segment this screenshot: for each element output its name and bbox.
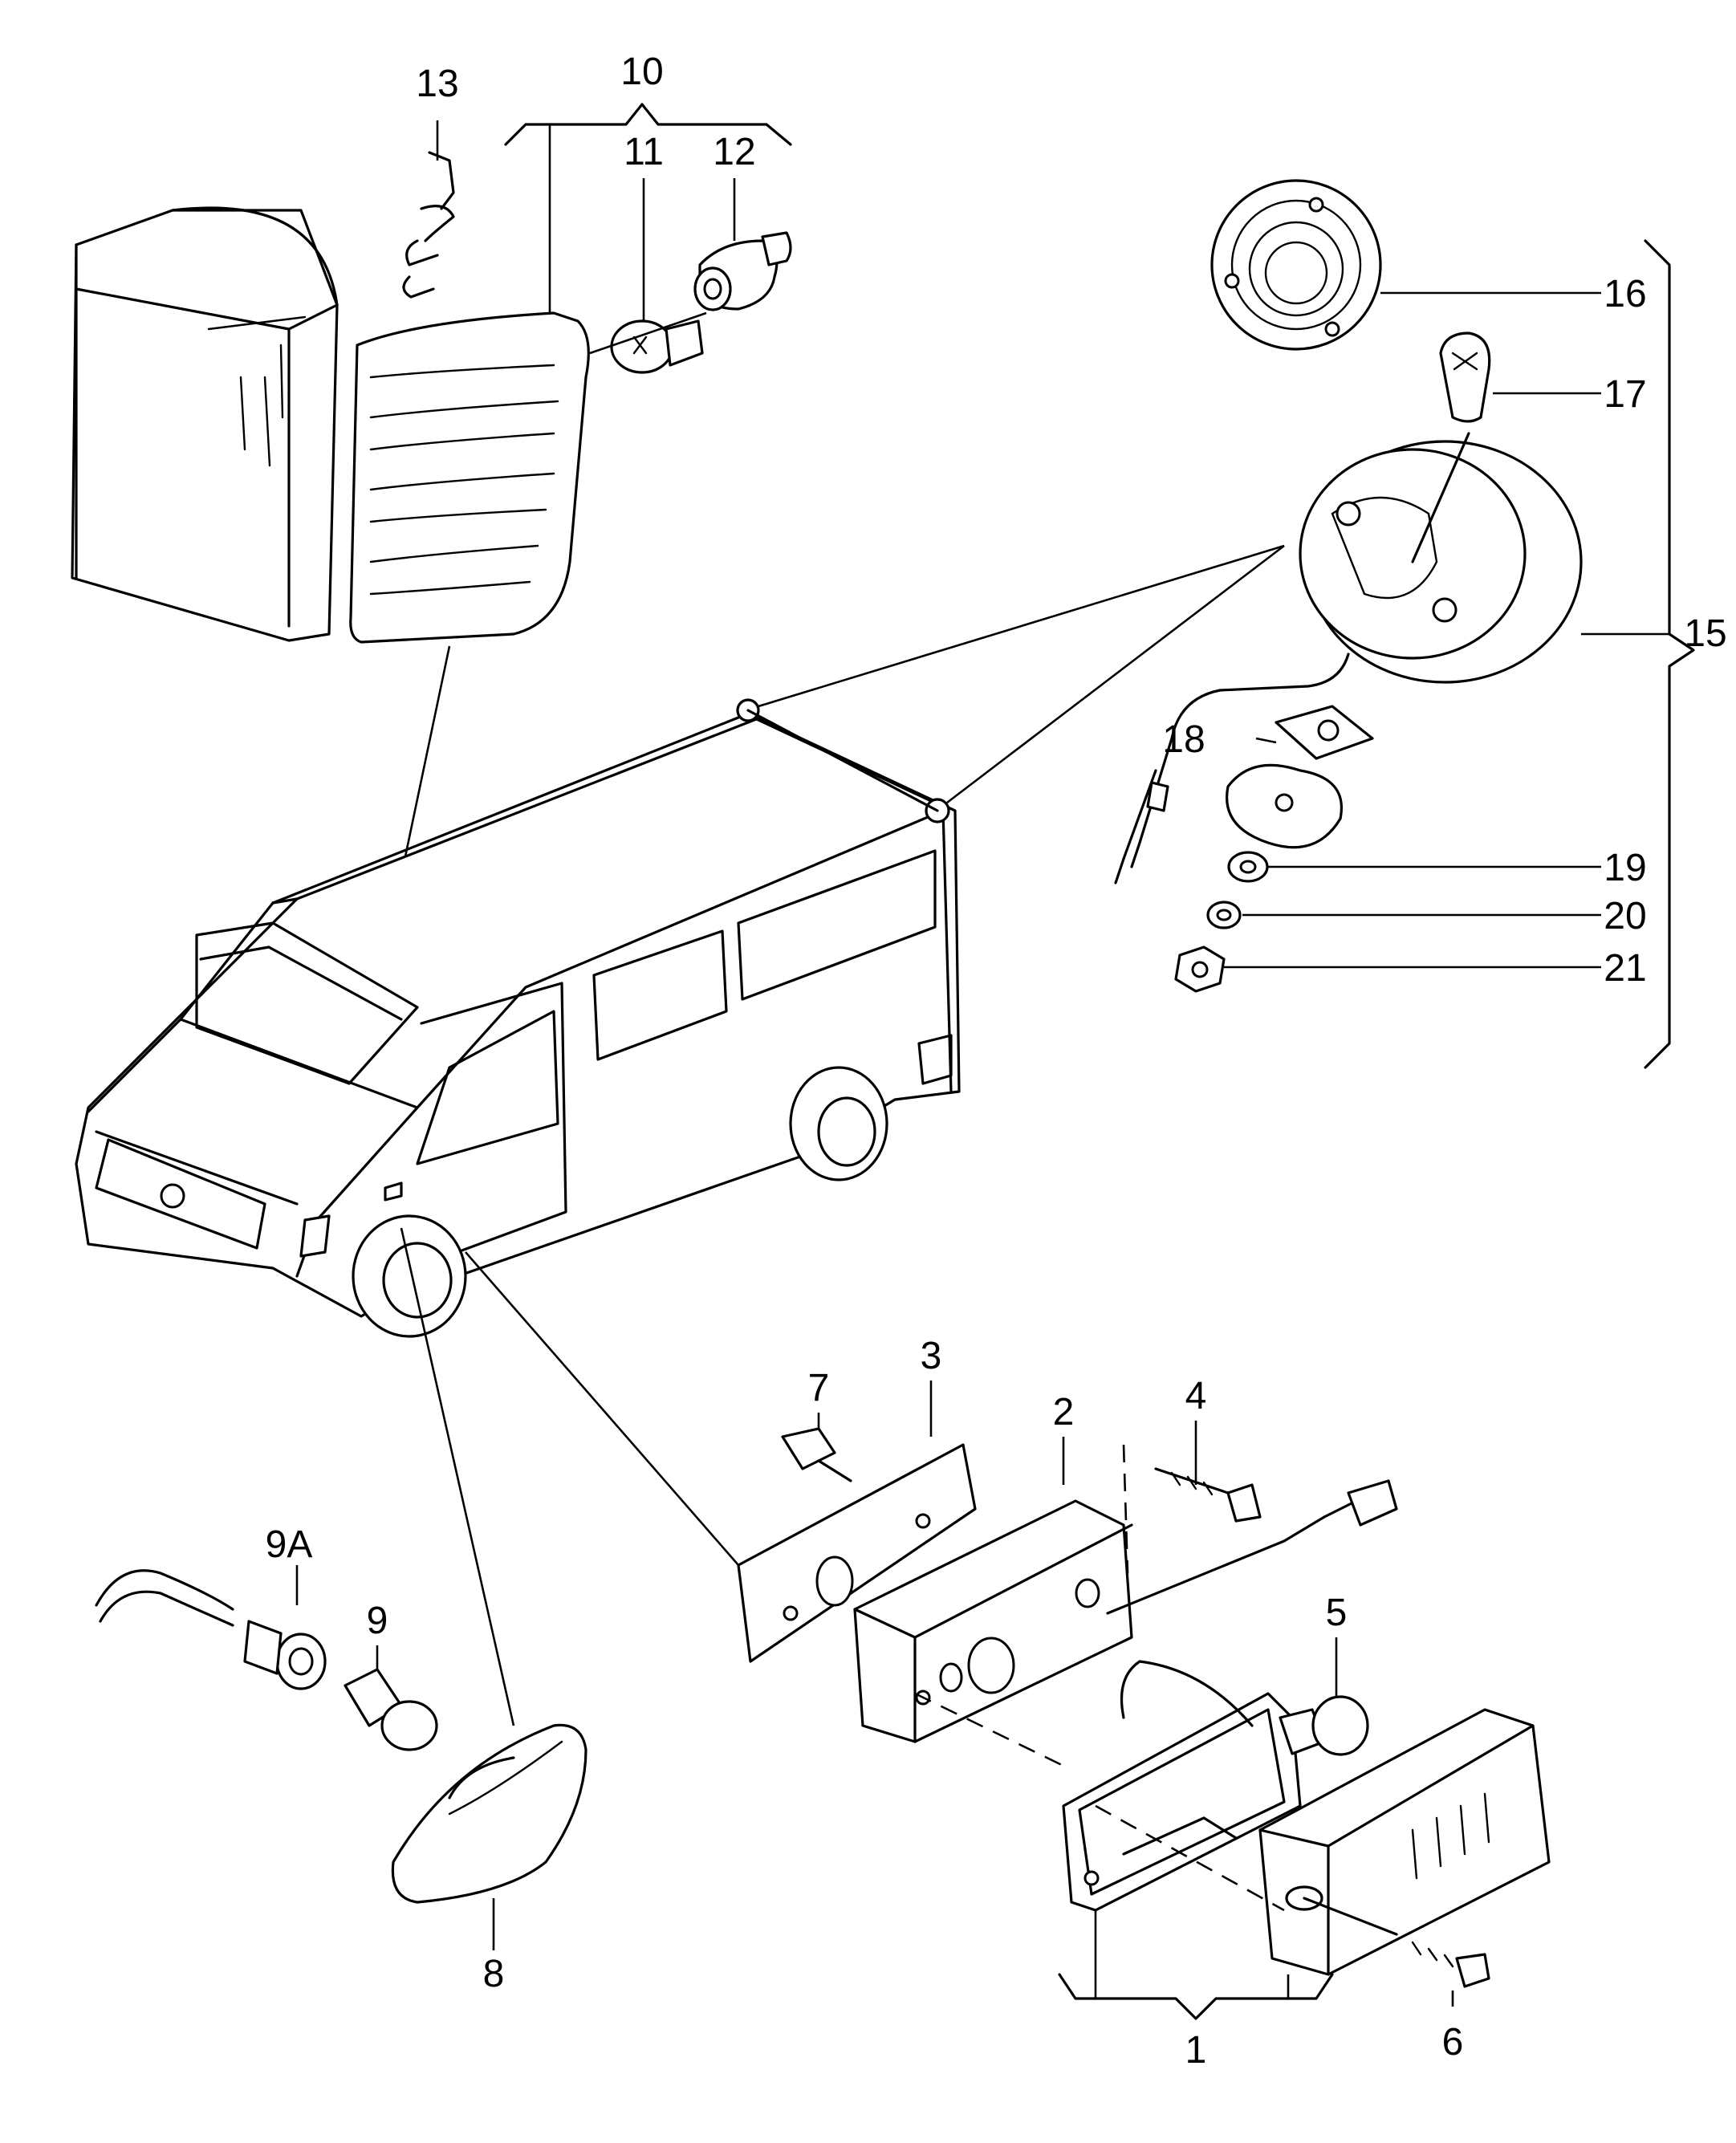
- spring-clip-13: [402, 151, 455, 299]
- callout-18: 18: [1162, 718, 1205, 761]
- callout-10: 10: [620, 51, 663, 93]
- callout-1: 1: [1185, 2029, 1207, 2072]
- van-illustration: [75, 698, 961, 1338]
- side-repeater-assembly: [95, 1569, 587, 1904]
- front-indicator-lens: [349, 311, 590, 644]
- callout-15: 15: [1684, 612, 1726, 655]
- callout-8: 8: [483, 1953, 505, 1995]
- bulb-11: [610, 319, 704, 374]
- callout-13: 13: [416, 63, 458, 105]
- headlamp-illustration: [71, 206, 339, 642]
- callout-12: 12: [713, 131, 755, 173]
- callout-6: 6: [1442, 2021, 1464, 2064]
- callout-9a: 9A: [266, 1523, 313, 1566]
- callout-4: 4: [1185, 1375, 1207, 1417]
- callout-16: 16: [1604, 273, 1646, 315]
- marker-lamp-assembly: [737, 1427, 1551, 1988]
- callout-2: 2: [1053, 1391, 1075, 1433]
- callout-7: 7: [808, 1367, 830, 1409]
- callout-20: 20: [1604, 895, 1646, 937]
- callout-19: 19: [1604, 847, 1646, 889]
- roof-lamp-assembly: [1114, 179, 1583, 993]
- callout-5: 5: [1326, 1592, 1348, 1634]
- callout-9: 9: [367, 1600, 388, 1642]
- bulb-holder-12: [693, 231, 792, 311]
- callout-21: 21: [1604, 947, 1646, 990]
- callout-17: 17: [1604, 373, 1646, 416]
- callout-11: 11: [624, 131, 664, 173]
- callout-3: 3: [921, 1335, 942, 1377]
